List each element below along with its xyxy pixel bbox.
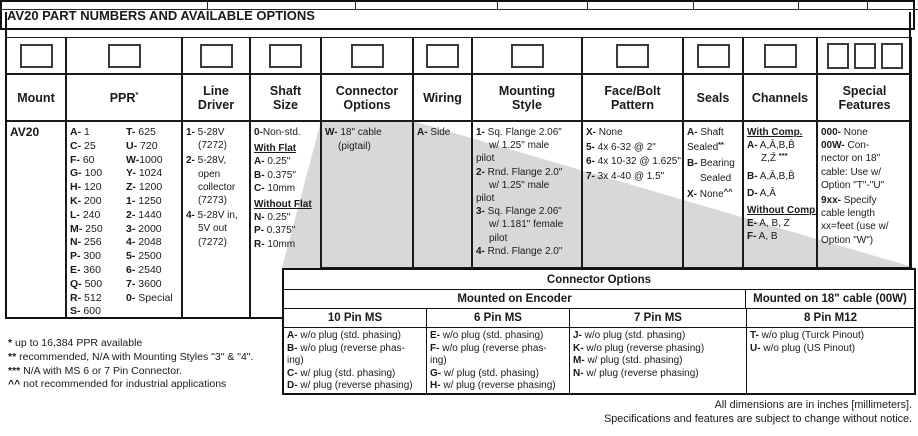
footnotes: * up to 16,384 PPR available** recommend… [8,337,254,391]
part-code-box [19,43,53,68]
crop-tick [798,0,799,9]
pin-header-6pin: 6 Pin MS [427,309,570,327]
code-box-cell-face-bolt [582,37,683,74]
pin-header-7pin: 7 Pin MS [570,309,747,327]
column-header-channels: Channels [743,74,817,121]
part-code-box [880,42,903,69]
table-border-right [909,12,911,268]
options-10pin: A- w/o plug (std. phasing)B- w/o plug (r… [284,328,427,393]
subtable-title: Connector Options [284,270,914,290]
column-header-shaft-size: Shaft Size [250,74,321,121]
crop-tick [867,0,868,9]
code-box-cell-special-features [817,37,912,74]
part-code-box [350,43,384,68]
column-header-line-driver: Line Driver [182,74,250,121]
part-code-box [510,43,544,68]
part-code-box [107,43,141,68]
part-code-box [199,43,233,68]
pin-header-10pin: 10 Pin MS [284,309,427,327]
crop-tick [497,0,498,9]
column-header-special-features: Special Features [817,74,912,121]
column-header-mount: Mount [6,74,66,121]
table-border-bottom [5,317,283,319]
column-header-wiring: Wiring [413,74,472,121]
code-box-cell-wiring [413,37,472,74]
code-box-cell-channels [743,37,817,74]
crop-tick [355,0,356,9]
code-box-cell-mounting-style [472,37,582,74]
options-6pin: E- w/o plug (std. phasing)F- w/o plug (r… [427,328,570,393]
pin-header-8pin-m12: 8 Pin M12 [803,312,858,324]
code-box-cell-mount [6,37,66,74]
part-code-box [826,42,849,69]
group-mounted-on-encoder: Mounted on Encoder [284,290,746,308]
crop-line [0,9,918,10]
column-header-face-bolt: Face/Bolt Pattern [582,74,683,121]
column-options-channels: With Comp.A- A,Ā,B,B̄Z,Z̄ ***B- A,Ā,B,… [743,121,818,268]
column-options-wiring: A- Side [413,121,472,268]
code-box-cell-ppr [66,37,182,74]
group-mounted-on-cable: Mounted on 18" cable (00W) [753,293,907,305]
code-box-cell-line-driver [182,37,250,74]
code-box-cell-connector-options [321,37,413,74]
code-box-cell-seals [683,37,743,74]
options-8pin-m12: T- w/o plug (Turck Pinout)U- w/o plug (U… [750,330,865,354]
code-box-cell-shaft-size [250,37,321,74]
table-border-left [5,12,7,319]
column-options-mount: AV20 [6,121,66,319]
part-code-box [616,43,649,68]
column-header-connector-options: Connector Options [321,74,413,121]
part-code-box [426,43,459,68]
column-options-connector-options: W- 18" cable(pigtail) [321,121,413,268]
connector-options-subtable: Connector Options Mounted on Encoder Mou… [282,268,916,395]
part-code-box [763,43,797,68]
part-code-box [696,43,730,68]
crop-tick [693,0,694,9]
part-code-box [269,43,302,68]
column-header-seals: Seals [683,74,743,121]
fineprint-notes: All dimensions are in inches [millimeter… [604,399,912,425]
crop-tick [207,0,208,9]
table-title: AV20 PART NUMBERS AND AVAILABLE OPTIONS [0,0,915,30]
column-header-ppr: PPR* [66,74,182,121]
options-7pin: J- w/o plug (std. phasing)K- w/o plug (r… [570,328,747,393]
column-header-mounting-style: Mounting Style [472,74,582,121]
part-code-box [853,42,876,69]
crop-tick [587,0,588,9]
